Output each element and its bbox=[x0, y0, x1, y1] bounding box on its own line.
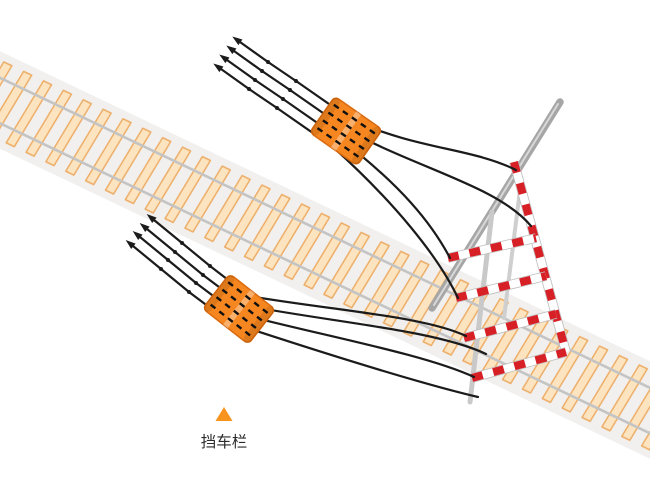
barrier-label: 挡车栏 bbox=[201, 433, 248, 451]
device-edge-strip bbox=[204, 275, 235, 312]
barrier-rung-1 bbox=[446, 233, 538, 263]
cable-device-upper bbox=[310, 97, 382, 165]
barrier-bar-red bbox=[510, 160, 570, 354]
barrier-assembly bbox=[428, 98, 571, 405]
legend: 挡车栏 bbox=[201, 407, 248, 451]
device-clamp-dash bbox=[221, 288, 263, 322]
device-clamp-dash bbox=[215, 296, 257, 329]
rail-lower bbox=[0, 100, 650, 456]
device-body bbox=[203, 275, 275, 343]
rail-upper bbox=[0, 63, 650, 419]
barrier-post-upper bbox=[502, 188, 522, 320]
barrier-rung-2 bbox=[454, 271, 548, 303]
device-center-gap bbox=[330, 111, 362, 151]
barrier-rung-3 bbox=[462, 309, 558, 343]
barrier-bar-red bbox=[455, 272, 547, 302]
barrier-rung-4 bbox=[470, 347, 568, 383]
device-clamp-dash bbox=[316, 127, 360, 158]
orange-triangle-icon bbox=[215, 407, 233, 421]
barrier-bar-red bbox=[470, 348, 568, 382]
device-clamp-dash bbox=[333, 103, 376, 135]
cable-wire bbox=[232, 36, 518, 172]
cable-device-lower bbox=[203, 275, 275, 343]
device-clamp-dash bbox=[322, 119, 365, 151]
barrier-side-rail bbox=[509, 160, 571, 354]
device-clamp-dash bbox=[209, 303, 251, 337]
device-center-gap bbox=[223, 289, 255, 329]
barrier-bar-red bbox=[447, 234, 537, 262]
barrier-post-main bbox=[467, 209, 495, 405]
device-edge-strip bbox=[352, 126, 381, 165]
barrier-mast-highlight bbox=[433, 103, 559, 306]
barrier-bar-red bbox=[462, 310, 558, 342]
device-edge-strip bbox=[311, 97, 340, 136]
device-clamp-dash bbox=[327, 111, 371, 143]
device-edge-strip bbox=[243, 306, 274, 343]
device-clamp-dash bbox=[227, 281, 269, 314]
